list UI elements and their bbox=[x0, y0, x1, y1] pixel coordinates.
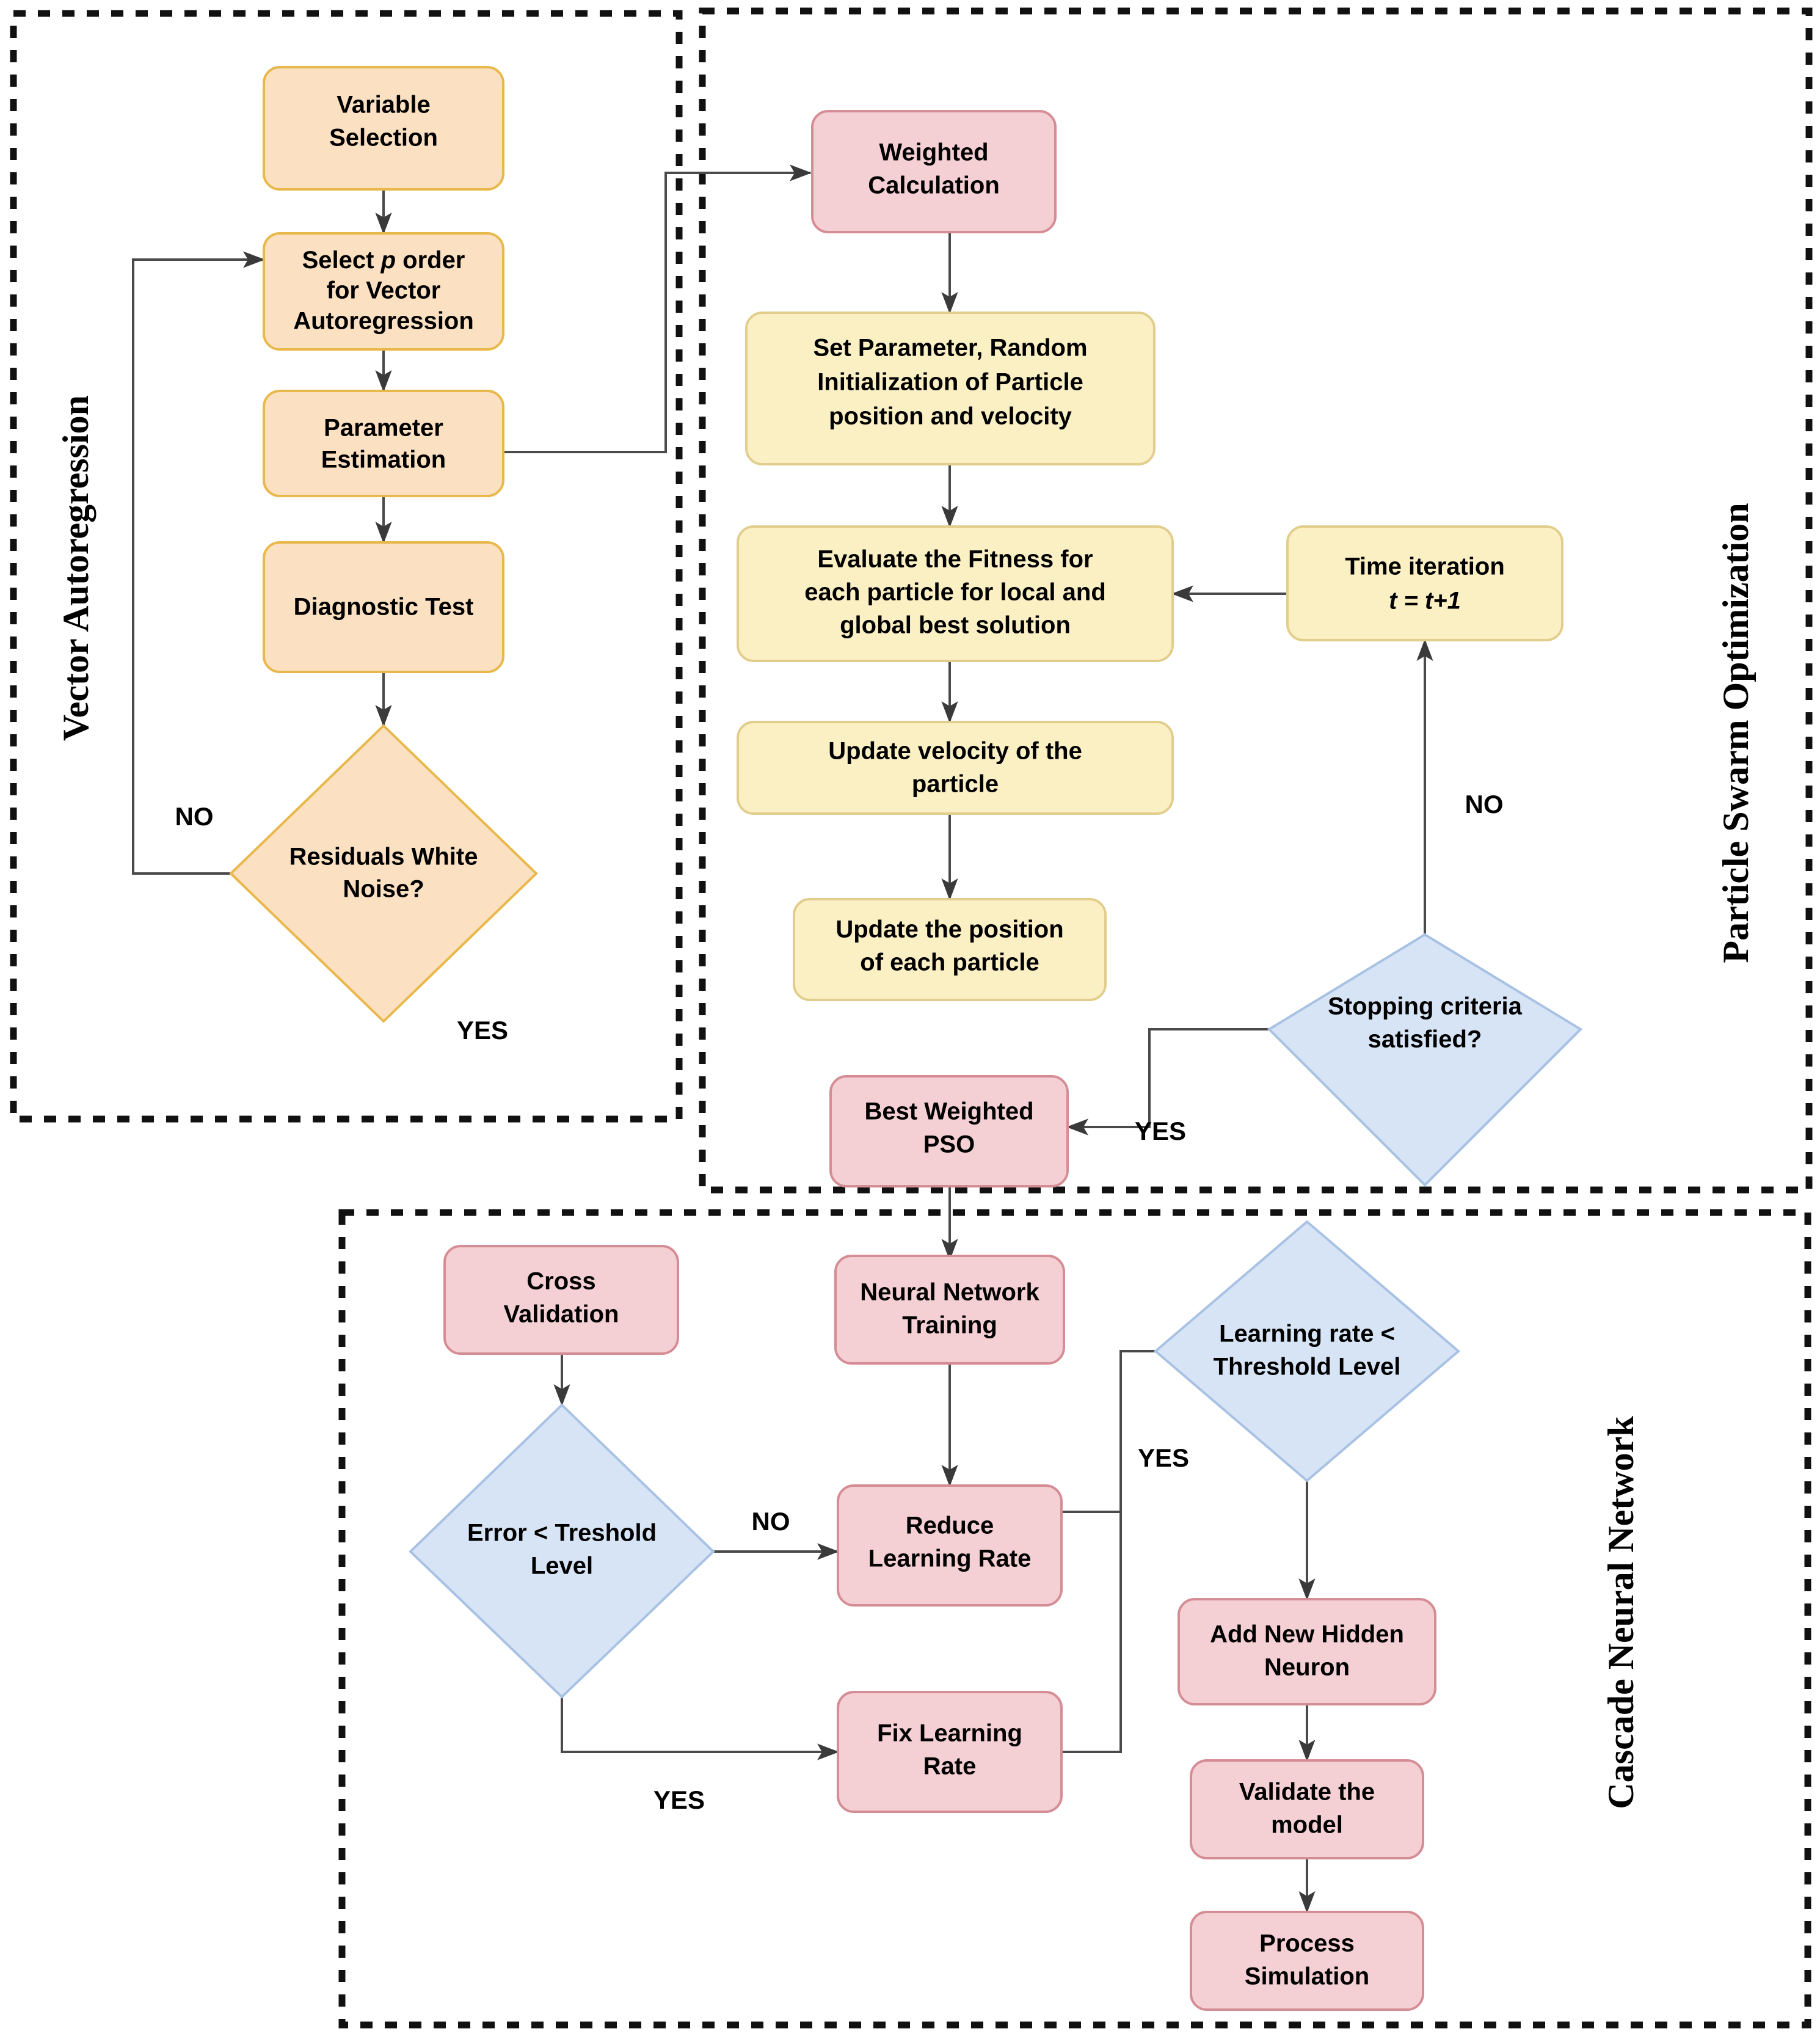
node-set-parameter-line2: Initialization of Particle bbox=[817, 369, 1083, 396]
node-update-position-line2: of each particle bbox=[860, 949, 1039, 976]
node-stopping-criteria[interactable]: Stopping criteria satisfied? bbox=[1267, 933, 1583, 1187]
node-parameter-estimation-line1: Parameter bbox=[324, 415, 443, 442]
node-time-iteration-line2: t = t+1 bbox=[1389, 588, 1461, 615]
node-neural-network-training[interactable]: Neural Network Training bbox=[834, 1255, 1065, 1365]
node-reduce-learning-rate-line2: Learning Rate bbox=[868, 1545, 1032, 1572]
node-validate-the-model-line1: Validate the bbox=[1239, 1779, 1375, 1806]
node-update-velocity[interactable]: Update velocity of the particle bbox=[737, 721, 1174, 815]
node-process-simulation-line1: Process bbox=[1259, 1930, 1355, 1957]
node-error-threshold-line1: Error < Treshold bbox=[467, 1520, 657, 1547]
node-update-position[interactable]: Update the position of each particle bbox=[793, 898, 1107, 1001]
node-fix-learning-rate[interactable]: Fix Learning Rate bbox=[837, 1691, 1063, 1813]
node-variable-selection[interactable]: Variable Selection bbox=[263, 66, 504, 191]
node-select-p-order-line3: Autoregression bbox=[293, 308, 474, 335]
node-diagnostic-test-line1: Diagnostic Test bbox=[294, 594, 474, 621]
node-cross-validation[interactable]: Cross Validation bbox=[443, 1245, 679, 1355]
edge-parameter-estimation-to-weighted-calculation bbox=[504, 164, 812, 453]
node-time-iteration[interactable]: Time iteration t = t+1 bbox=[1286, 525, 1563, 641]
node-residuals-white-noise-line2: Noise? bbox=[343, 876, 424, 903]
node-error-threshold[interactable]: Error < Treshold Level bbox=[409, 1403, 715, 1699]
node-stopping-criteria-line2: satisfied? bbox=[1368, 1026, 1482, 1053]
node-evaluate-fitness-line1: Evaluate the Fitness for bbox=[817, 546, 1093, 573]
group-frame-vector-autoregression bbox=[10, 10, 683, 1123]
node-update-velocity-line1: Update velocity of the bbox=[828, 738, 1082, 765]
node-weighted-calculation[interactable]: Weighted Calculation bbox=[811, 110, 1057, 233]
node-set-parameter[interactable]: Set Parameter, Random Initialization of … bbox=[745, 312, 1156, 465]
node-stopping-criteria-line1: Stopping criteria bbox=[1328, 993, 1523, 1020]
node-best-weighted-pso[interactable]: Best Weighted PSO bbox=[829, 1075, 1069, 1187]
node-select-p-order-line2: for Vector bbox=[327, 277, 441, 304]
node-evaluate-fitness-line2: each particle for local and bbox=[804, 579, 1106, 606]
node-error-threshold-line2: Level bbox=[531, 1553, 593, 1580]
edge-fix-learning-rate-to-junction bbox=[1061, 1512, 1122, 1753]
edge-label-cnn-lr-yes: YES bbox=[1138, 1443, 1189, 1472]
node-evaluate-fitness-line3: global best solution bbox=[840, 612, 1071, 639]
node-fix-learning-rate-line2: Rate bbox=[923, 1753, 977, 1780]
group-title-particle-swarm-optimization: Particle Swarm Optimization bbox=[1716, 503, 1756, 963]
node-process-simulation[interactable]: Process Simulation bbox=[1190, 1911, 1424, 2011]
node-set-parameter-line1: Set Parameter, Random bbox=[813, 335, 1087, 362]
node-add-new-hidden-neuron-line2: Neuron bbox=[1264, 1654, 1350, 1681]
edge-label-pso-no: NO bbox=[1465, 790, 1504, 819]
node-parameter-estimation[interactable]: Parameter Estimation bbox=[263, 390, 504, 497]
node-evaluate-fitness[interactable]: Evaluate the Fitness for each particle f… bbox=[737, 525, 1174, 662]
node-reduce-learning-rate-line1: Reduce bbox=[906, 1512, 994, 1539]
node-validate-the-model[interactable]: Validate the model bbox=[1190, 1759, 1424, 1859]
node-cross-validation-line1: Cross bbox=[526, 1268, 595, 1295]
node-fix-learning-rate-line1: Fix Learning bbox=[877, 1720, 1022, 1747]
node-weighted-calculation-line2: Calculation bbox=[868, 172, 1000, 199]
group-title-vector-autoregression: Vector Autoregression bbox=[56, 395, 96, 741]
node-residuals-white-noise-line1: Residuals White bbox=[289, 844, 478, 870]
node-process-simulation-line2: Simulation bbox=[1245, 1963, 1369, 1990]
node-neural-network-training-line2: Training bbox=[902, 1312, 997, 1339]
node-update-position-line1: Update the position bbox=[835, 916, 1063, 943]
group-frame-particle-swarm-optimization bbox=[699, 7, 1813, 1194]
node-variable-selection-line1: Variable bbox=[337, 92, 430, 119]
node-select-p-order-line1: Select p order bbox=[302, 247, 465, 274]
node-update-velocity-line2: particle bbox=[912, 771, 999, 798]
node-best-weighted-pso-line2: PSO bbox=[923, 1131, 975, 1158]
node-learning-rate-threshold-line1: Learning rate < bbox=[1219, 1321, 1395, 1348]
node-learning-rate-threshold[interactable]: Learning rate < Threshold Level bbox=[1153, 1220, 1461, 1483]
node-add-new-hidden-neuron-line1: Add New Hidden bbox=[1210, 1621, 1404, 1648]
edge-label-cnn-error-yes: YES bbox=[653, 1785, 705, 1814]
edge-label-var-yes: YES bbox=[457, 1016, 508, 1045]
edge-residuals-no-loop bbox=[132, 251, 265, 875]
node-diagnostic-test[interactable]: Diagnostic Test bbox=[263, 541, 504, 673]
edge-label-var-no: NO bbox=[175, 802, 214, 831]
node-learning-rate-threshold-line2: Threshold Level bbox=[1214, 1354, 1401, 1381]
node-validate-the-model-line2: model bbox=[1271, 1812, 1343, 1839]
node-best-weighted-pso-line1: Best Weighted bbox=[864, 1098, 1033, 1125]
node-neural-network-training-line1: Neural Network bbox=[860, 1279, 1039, 1306]
node-add-new-hidden-neuron[interactable]: Add New Hidden Neuron bbox=[1178, 1598, 1436, 1705]
node-time-iteration-line1: Time iteration bbox=[1345, 553, 1505, 580]
node-set-parameter-line3: position and velocity bbox=[829, 403, 1072, 430]
edge-error-threshold-yes-to-fix-learning-rate bbox=[561, 1697, 839, 1760]
edge-label-pso-yes: YES bbox=[1135, 1117, 1186, 1145]
node-select-p-order[interactable]: Select p order for Vector Autoregression bbox=[263, 232, 504, 351]
node-parameter-estimation-line2: Estimation bbox=[321, 447, 446, 473]
group-frame-cascade-neural-network bbox=[338, 1209, 1811, 2029]
node-cross-validation-line2: Validation bbox=[504, 1301, 619, 1328]
node-variable-selection-line2: Selection bbox=[329, 125, 438, 151]
edge-stopping-criteria-yes-to-best-weighted-pso bbox=[1066, 1028, 1269, 1136]
node-weighted-calculation-line1: Weighted bbox=[879, 139, 988, 166]
group-title-cascade-neural-network: Cascade Neural Network bbox=[1601, 1416, 1641, 1809]
edge-label-cnn-error-no: NO bbox=[752, 1507, 790, 1536]
node-reduce-learning-rate[interactable]: Reduce Learning Rate bbox=[837, 1484, 1063, 1607]
node-residuals-white-noise[interactable]: Residuals White Noise? bbox=[229, 724, 538, 1023]
